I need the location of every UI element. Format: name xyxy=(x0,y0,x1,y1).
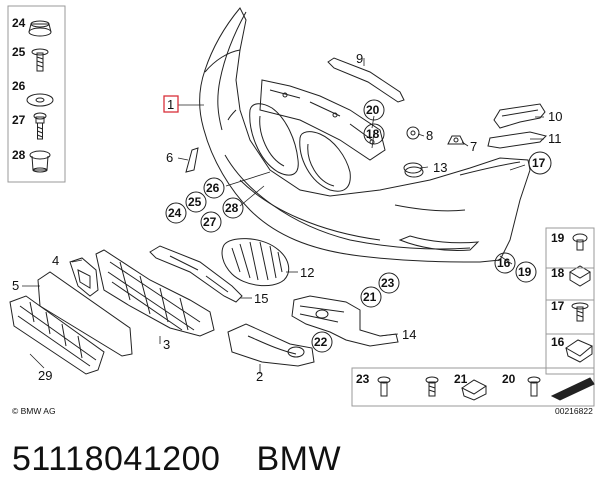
part-17-icon xyxy=(571,302,589,322)
callout-4[interactable]: 4 xyxy=(52,253,59,268)
part-15-bracket xyxy=(149,245,243,303)
bottom-legend-box xyxy=(351,367,595,407)
left-legend-box xyxy=(7,5,66,183)
callout-25[interactable]: 25 xyxy=(188,195,202,209)
part-19-icon xyxy=(572,233,588,251)
callout-14[interactable]: 14 xyxy=(402,327,416,342)
callout-7[interactable]: 7 xyxy=(470,139,477,154)
part-26-icon xyxy=(26,93,54,107)
left-legend-28[interactable]: 28 xyxy=(12,148,26,162)
callout-27[interactable]: 27 xyxy=(203,215,217,229)
circled-callouts xyxy=(165,99,552,353)
part-29-bracket xyxy=(9,295,105,375)
part-11-bracket xyxy=(487,131,547,149)
part-1-callout-box xyxy=(163,95,179,113)
part-3-mesh xyxy=(95,249,215,337)
right-legend-16[interactable]: 16 xyxy=(551,335,565,349)
part-7-clip xyxy=(447,135,465,145)
callout-18[interactable]: 18 xyxy=(366,127,380,141)
part-27-icon xyxy=(33,112,47,140)
part-16-icon xyxy=(565,339,593,363)
part-number: 51118041200 xyxy=(12,440,221,478)
part-21-bottom-icon xyxy=(461,379,487,401)
part-caption: 51118041200 BMW xyxy=(12,440,341,479)
leader-lines xyxy=(22,58,544,374)
right-legend-18[interactable]: 18 xyxy=(551,266,565,280)
callout-22[interactable]: 22 xyxy=(314,335,328,349)
callout-20[interactable]: 20 xyxy=(366,103,380,117)
part-6-cap xyxy=(185,147,199,173)
part-8-clip xyxy=(406,126,420,140)
part-23-bottom-icon xyxy=(377,376,391,397)
part-9-strip xyxy=(327,57,405,103)
callout-24[interactable]: 24 xyxy=(168,206,182,220)
callout-1[interactable]: 1 xyxy=(167,97,174,112)
part-25-icon xyxy=(31,48,49,72)
callout-9[interactable]: 9 xyxy=(356,51,363,66)
callout-13[interactable]: 13 xyxy=(433,160,447,175)
left-legend-26[interactable]: 26 xyxy=(12,79,26,93)
callout-3[interactable]: 3 xyxy=(163,337,170,352)
callout-17[interactable]: 17 xyxy=(532,156,546,170)
right-legend-box xyxy=(545,227,595,375)
callout-16[interactable]: 16 xyxy=(497,256,511,270)
drawing-number: 00216822 xyxy=(555,406,593,416)
callout-19[interactable]: 19 xyxy=(518,265,532,279)
bottom-legend-23[interactable]: 23 xyxy=(356,372,370,386)
left-legend-27[interactable]: 27 xyxy=(12,113,26,127)
brand-name: BMW xyxy=(256,440,342,478)
callout-12[interactable]: 12 xyxy=(300,265,314,280)
callout-8[interactable]: 8 xyxy=(426,128,433,143)
part-20-bottom-icon xyxy=(425,376,439,397)
copyright: © BMW AG xyxy=(12,406,56,416)
part-4-gasket xyxy=(69,257,99,297)
part-28-icon xyxy=(29,150,51,173)
callout-5[interactable]: 5 xyxy=(12,278,19,293)
callout-15[interactable]: 15 xyxy=(254,291,268,306)
callout-23[interactable]: 23 xyxy=(381,276,395,290)
right-legend-17[interactable]: 17 xyxy=(551,299,565,313)
part-14-air-duct xyxy=(291,295,399,347)
part-12-grille xyxy=(221,238,290,287)
part-24-icon xyxy=(28,20,52,37)
left-legend-25[interactable]: 25 xyxy=(12,45,26,59)
part-10-bracket xyxy=(493,103,546,129)
left-legend-24[interactable]: 24 xyxy=(12,16,26,30)
callout-21[interactable]: 21 xyxy=(363,290,377,304)
part-20b-bottom-icon xyxy=(527,376,541,397)
callout-10[interactable]: 10 xyxy=(548,109,562,124)
part-2-fog-cover xyxy=(227,323,315,367)
bumper-cover-part-1 xyxy=(199,7,531,263)
bottom-legend-20[interactable]: 20 xyxy=(502,372,516,386)
right-legend-19[interactable]: 19 xyxy=(551,231,565,245)
parts-diagram: 1 2 3 4 5 6 7 8 9 10 11 12 13 14 15 29 2… xyxy=(7,5,595,416)
part-18-icon xyxy=(569,265,591,287)
callout-29[interactable]: 29 xyxy=(38,368,52,383)
callout-6[interactable]: 6 xyxy=(166,150,173,165)
callout-2[interactable]: 2 xyxy=(256,369,263,384)
callout-28[interactable]: 28 xyxy=(225,201,239,215)
callout-26[interactable]: 26 xyxy=(206,181,220,195)
bottom-legend-21[interactable]: 21 xyxy=(454,372,468,386)
callout-11[interactable]: 11 xyxy=(548,131,562,146)
